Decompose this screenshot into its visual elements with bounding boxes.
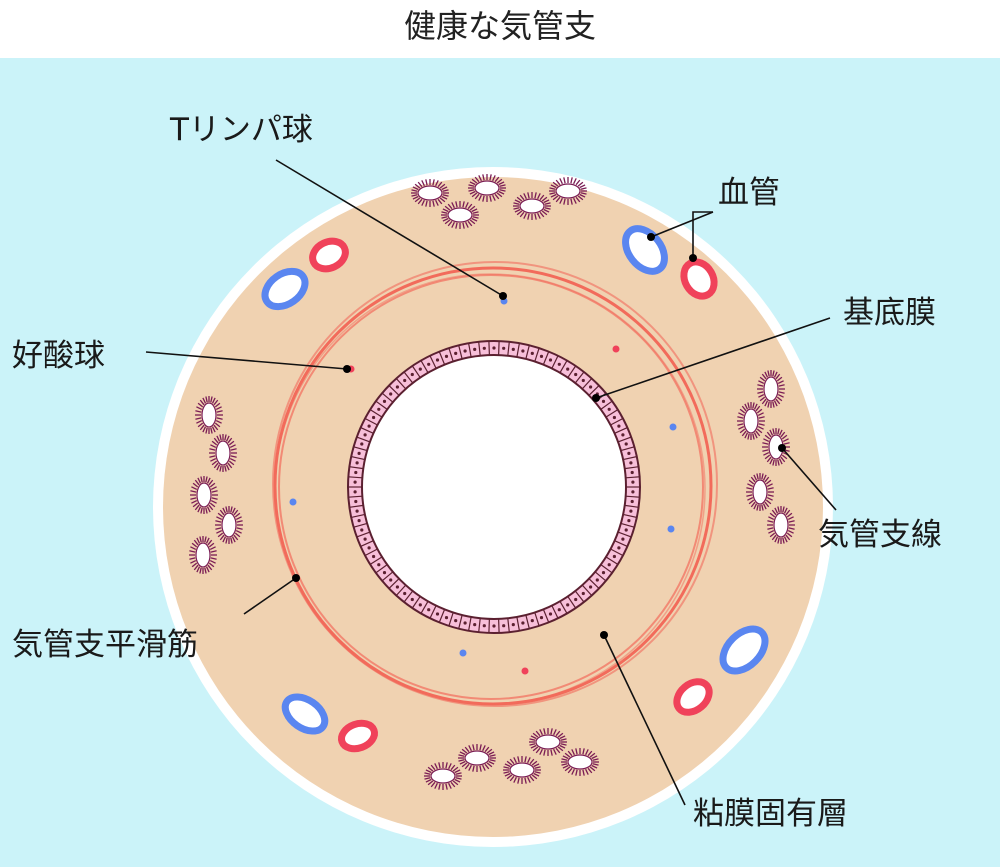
gland bbox=[757, 370, 785, 408]
gland bbox=[762, 428, 790, 466]
gland bbox=[215, 506, 243, 544]
t-lymphocyte bbox=[667, 525, 675, 533]
gland bbox=[561, 748, 599, 776]
diagram-title: 健康な気管支 bbox=[403, 7, 596, 45]
label-bronchial-smooth-muscle: 気管支平滑筋 bbox=[12, 627, 198, 663]
t-lymphocyte bbox=[459, 649, 467, 657]
gland bbox=[468, 174, 506, 202]
artery bbox=[309, 237, 349, 273]
gland bbox=[195, 396, 223, 434]
gland bbox=[746, 473, 774, 511]
artery bbox=[338, 719, 378, 753]
gland bbox=[189, 536, 217, 574]
label-lamina-propria: 粘膜固有層 bbox=[693, 796, 848, 832]
gland bbox=[549, 177, 587, 205]
lumen bbox=[361, 354, 627, 620]
vein bbox=[719, 625, 769, 675]
gland bbox=[767, 506, 795, 544]
vein bbox=[622, 225, 668, 275]
bronchial-glands bbox=[189, 174, 795, 790]
gland bbox=[424, 762, 462, 790]
gland bbox=[503, 756, 541, 784]
epithelium-cells bbox=[348, 341, 640, 633]
blood-vessels bbox=[261, 225, 769, 753]
eosinophil bbox=[612, 345, 620, 353]
label-blood-vessel: 血管 bbox=[718, 175, 780, 211]
gland bbox=[458, 744, 496, 772]
label-basement-membrane: 基底膜 bbox=[843, 295, 936, 331]
gland bbox=[190, 476, 218, 514]
artery bbox=[673, 678, 713, 716]
gland bbox=[737, 402, 765, 440]
label-bronchial-gland: 気管支線 bbox=[818, 517, 942, 553]
gland bbox=[529, 728, 567, 756]
gland bbox=[411, 179, 449, 207]
gland bbox=[513, 192, 551, 220]
eosinophil bbox=[521, 667, 529, 675]
gland bbox=[441, 201, 479, 229]
leader-lines bbox=[145, 159, 837, 806]
vein bbox=[261, 267, 309, 311]
artery bbox=[680, 258, 718, 300]
label-t-lymphocyte: Tリンパ球 bbox=[169, 112, 313, 148]
vein bbox=[281, 693, 329, 735]
smooth-muscle-ring bbox=[272, 261, 718, 707]
t-lymphocyte bbox=[669, 423, 677, 431]
t-lymphocyte bbox=[289, 498, 297, 506]
gland bbox=[209, 434, 237, 472]
label-eosinophil: 好酸球 bbox=[12, 338, 105, 374]
